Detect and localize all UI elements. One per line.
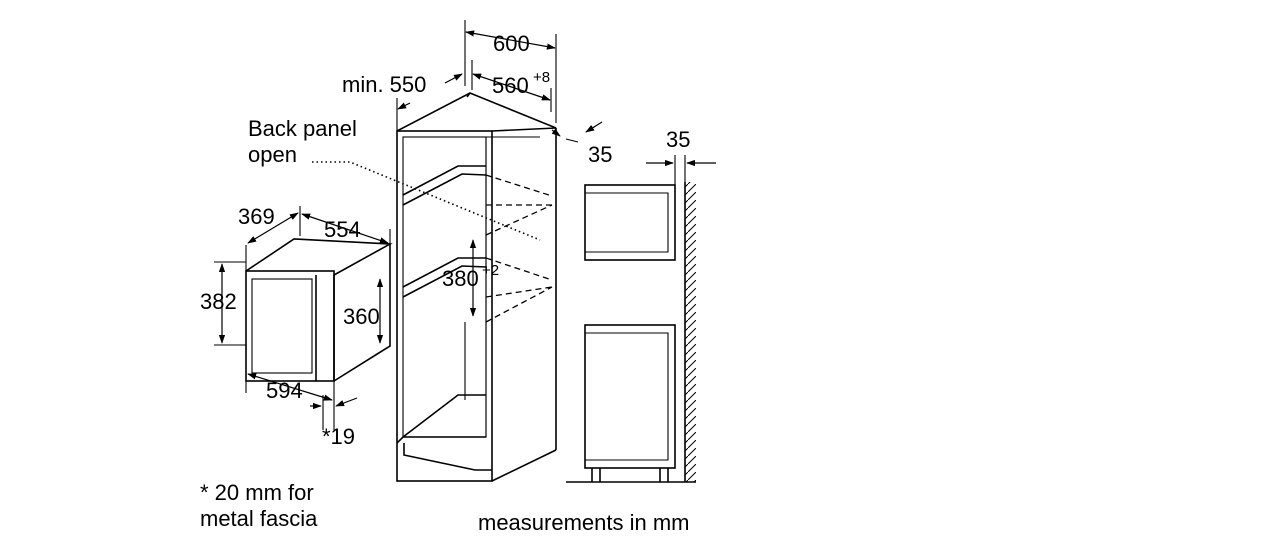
tall-cabinet-drawing bbox=[396, 20, 557, 482]
device-height-label: 382 bbox=[200, 289, 237, 314]
inner-width-tolerance: +8 bbox=[533, 69, 550, 86]
back-panel-label-line1: Back panel bbox=[248, 116, 357, 141]
back-panel-label-line2: open bbox=[248, 142, 297, 167]
back-gap-label: 35 bbox=[588, 142, 612, 167]
min-depth-label: min. 550 bbox=[342, 72, 426, 97]
side-gap-label: 35 bbox=[666, 127, 690, 152]
device-depth-label: 369 bbox=[238, 204, 275, 229]
units-note: measurements in mm bbox=[478, 510, 690, 535]
inner-width-label: 560 bbox=[492, 73, 529, 98]
footnote-line2: metal fascia bbox=[200, 506, 318, 531]
side-section-drawing bbox=[566, 155, 696, 483]
device-top-width-label: 554 bbox=[324, 217, 361, 242]
niche-height-tolerance: +2 bbox=[482, 262, 499, 279]
device-width-label: 594 bbox=[266, 378, 303, 403]
dimension-arrows bbox=[218, 30, 716, 410]
footnote-line1: * 20 mm for bbox=[200, 480, 314, 505]
width-600-label: 600 bbox=[493, 31, 530, 56]
device-inner-height-label: 360 bbox=[343, 304, 380, 329]
niche-height-label: 380 bbox=[442, 266, 479, 291]
fascia-label: *19 bbox=[322, 424, 355, 449]
